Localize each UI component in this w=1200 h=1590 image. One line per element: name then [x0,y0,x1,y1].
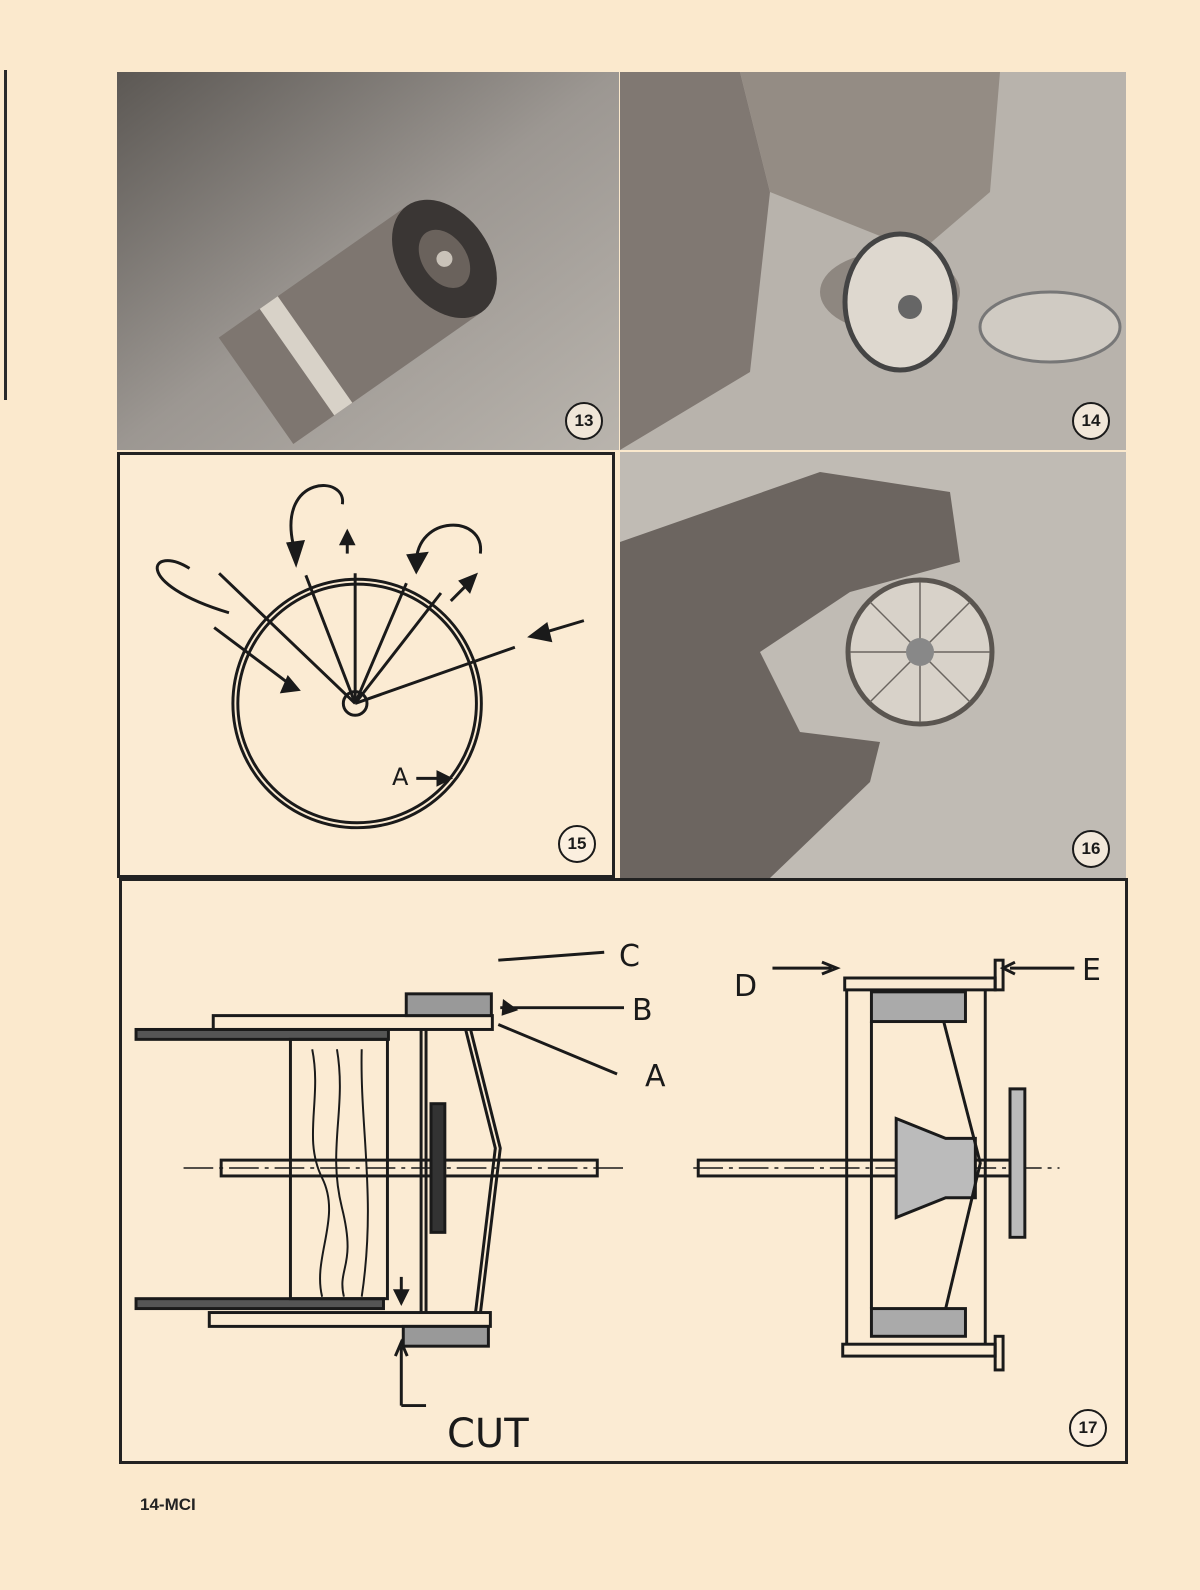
wheel-cross-section-diagram [134,950,1075,1408]
label-e: E [1082,953,1101,988]
label-a: A [645,1059,666,1094]
figure-number: 15 [558,825,596,863]
label-b: B [632,993,653,1028]
photo-fig-13: 13 [117,72,619,450]
diagram-fig-15: A 15 [117,452,615,878]
label-d: D [734,969,758,1004]
label-cut: CUT [447,1411,529,1457]
figure-number: 13 [565,402,603,440]
photo-hand-holding-wheel [620,452,1126,878]
figure-number: 14 [1072,402,1110,440]
figure-number: 16 [1072,830,1110,868]
figure-number: 17 [1069,1409,1107,1447]
label-a: A [392,763,409,791]
diagram-fig-17: C B A D E CUT 17 [119,878,1128,1464]
photo-hands-lacing-spokes [620,72,1126,450]
spoke-lacing-diagram [155,484,585,830]
photo-fig-16: 16 [620,452,1126,878]
photo-tube-wheel [117,72,619,450]
photo-fig-14: 14 [620,72,1126,450]
page-edge [4,70,7,400]
label-c: C [619,939,640,974]
page-label: 14-MCI [140,1495,196,1514]
